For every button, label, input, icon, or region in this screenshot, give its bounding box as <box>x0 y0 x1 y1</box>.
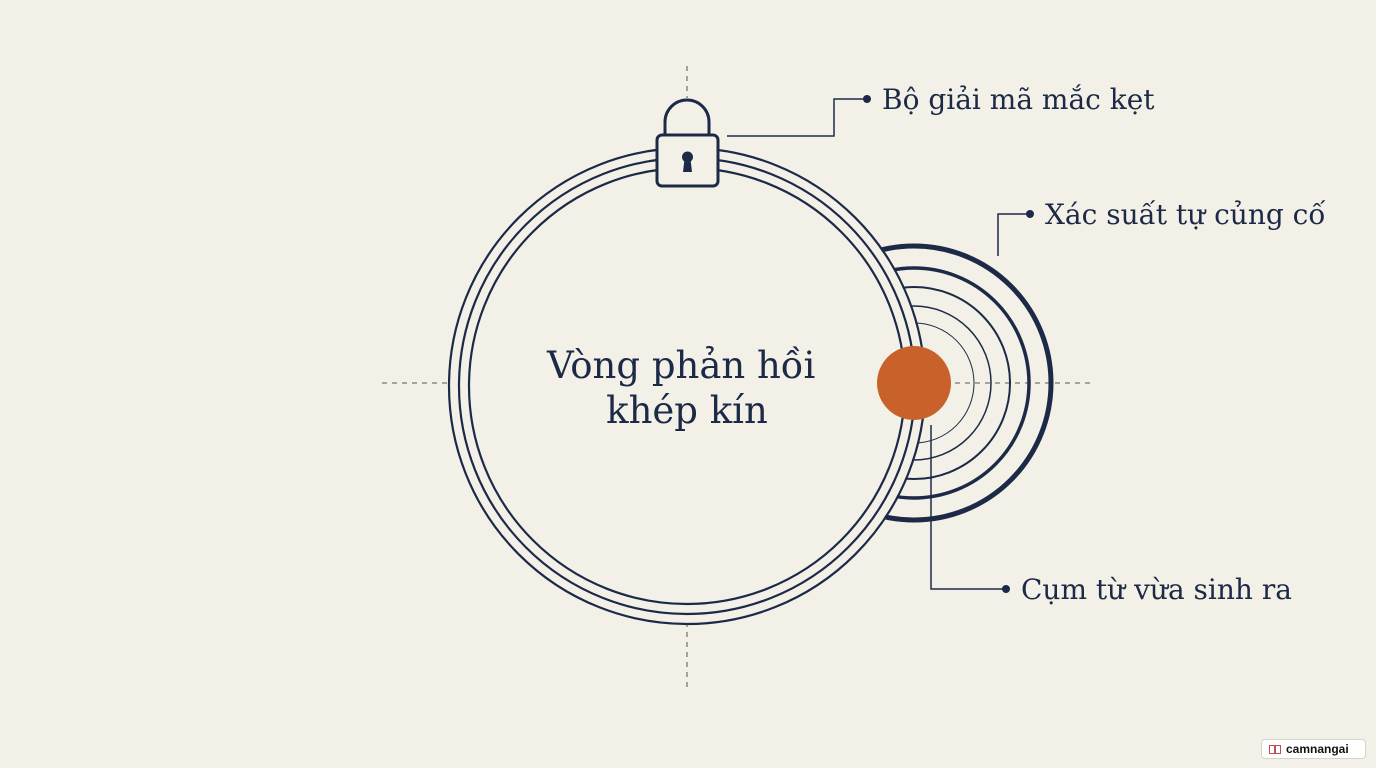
watermark-badge: camnangai <box>1261 739 1366 759</box>
callout-label-self-reinforcing-probability: Xác suất tự củng cố <box>1045 198 1326 231</box>
callout-generated-phrase: Cụm từ vừa sinh ra <box>930 425 1292 606</box>
callout-stuck-decoder: Bộ giải mã mắc kẹt <box>727 83 1155 137</box>
center-title: Vòng phản hồi khép kín <box>546 344 827 432</box>
callout-label-generated-phrase: Cụm từ vừa sinh ra <box>1021 573 1292 606</box>
lock-icon <box>655 98 720 188</box>
generated-phrase-dot <box>877 346 951 420</box>
book-icon <box>1269 744 1281 754</box>
callout-self-reinforcing-probability: Xác suất tự củng cố <box>997 198 1326 256</box>
watermark-text: camnangai <box>1286 742 1349 756</box>
callout-label-stuck-decoder: Bộ giải mã mắc kẹt <box>882 83 1155 116</box>
loop-fill <box>450 149 924 623</box>
